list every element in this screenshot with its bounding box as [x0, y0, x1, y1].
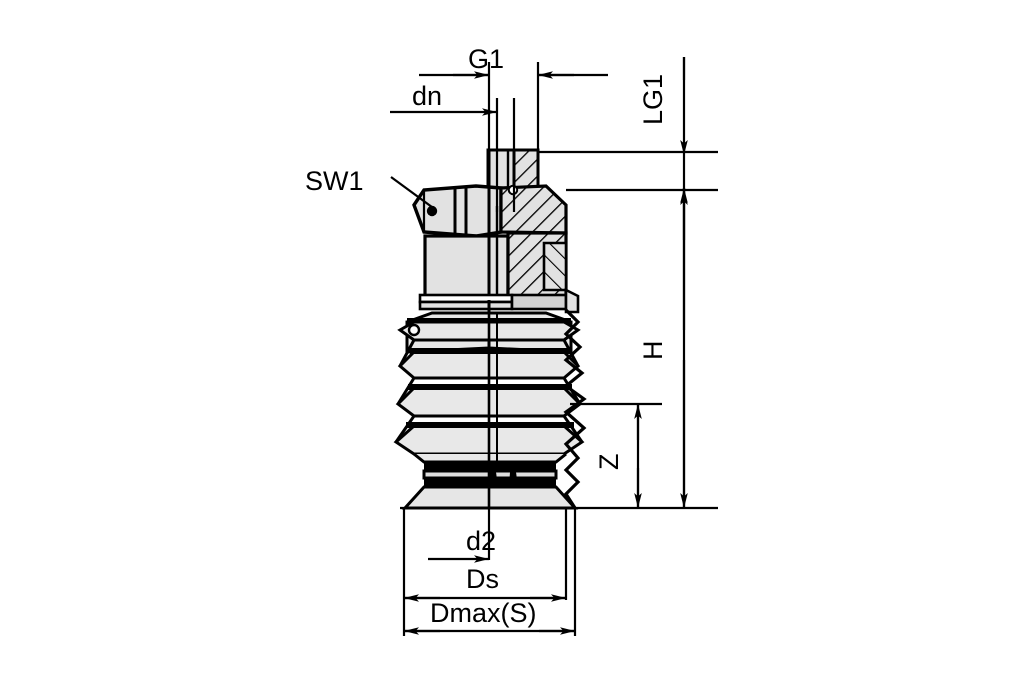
- bellows-body: [393, 308, 587, 510]
- label-sw1: SW1: [305, 166, 364, 196]
- barrel-body: [418, 150, 580, 314]
- label-ds: Ds: [466, 564, 499, 594]
- label-d2: d2: [466, 526, 496, 556]
- label-dn: dn: [412, 81, 442, 111]
- dimension-lines: [390, 57, 718, 636]
- label-dmax: Dmax(S): [430, 598, 537, 628]
- part-geometry: [393, 148, 587, 510]
- label-g1: G1: [468, 44, 504, 74]
- dimension-labels: G1 dn LG1 SW1 H Z d2 Ds Dmax(S): [305, 44, 668, 628]
- label-lg1: LG1: [638, 74, 668, 125]
- label-z: Z: [594, 454, 624, 471]
- label-h: H: [638, 341, 668, 361]
